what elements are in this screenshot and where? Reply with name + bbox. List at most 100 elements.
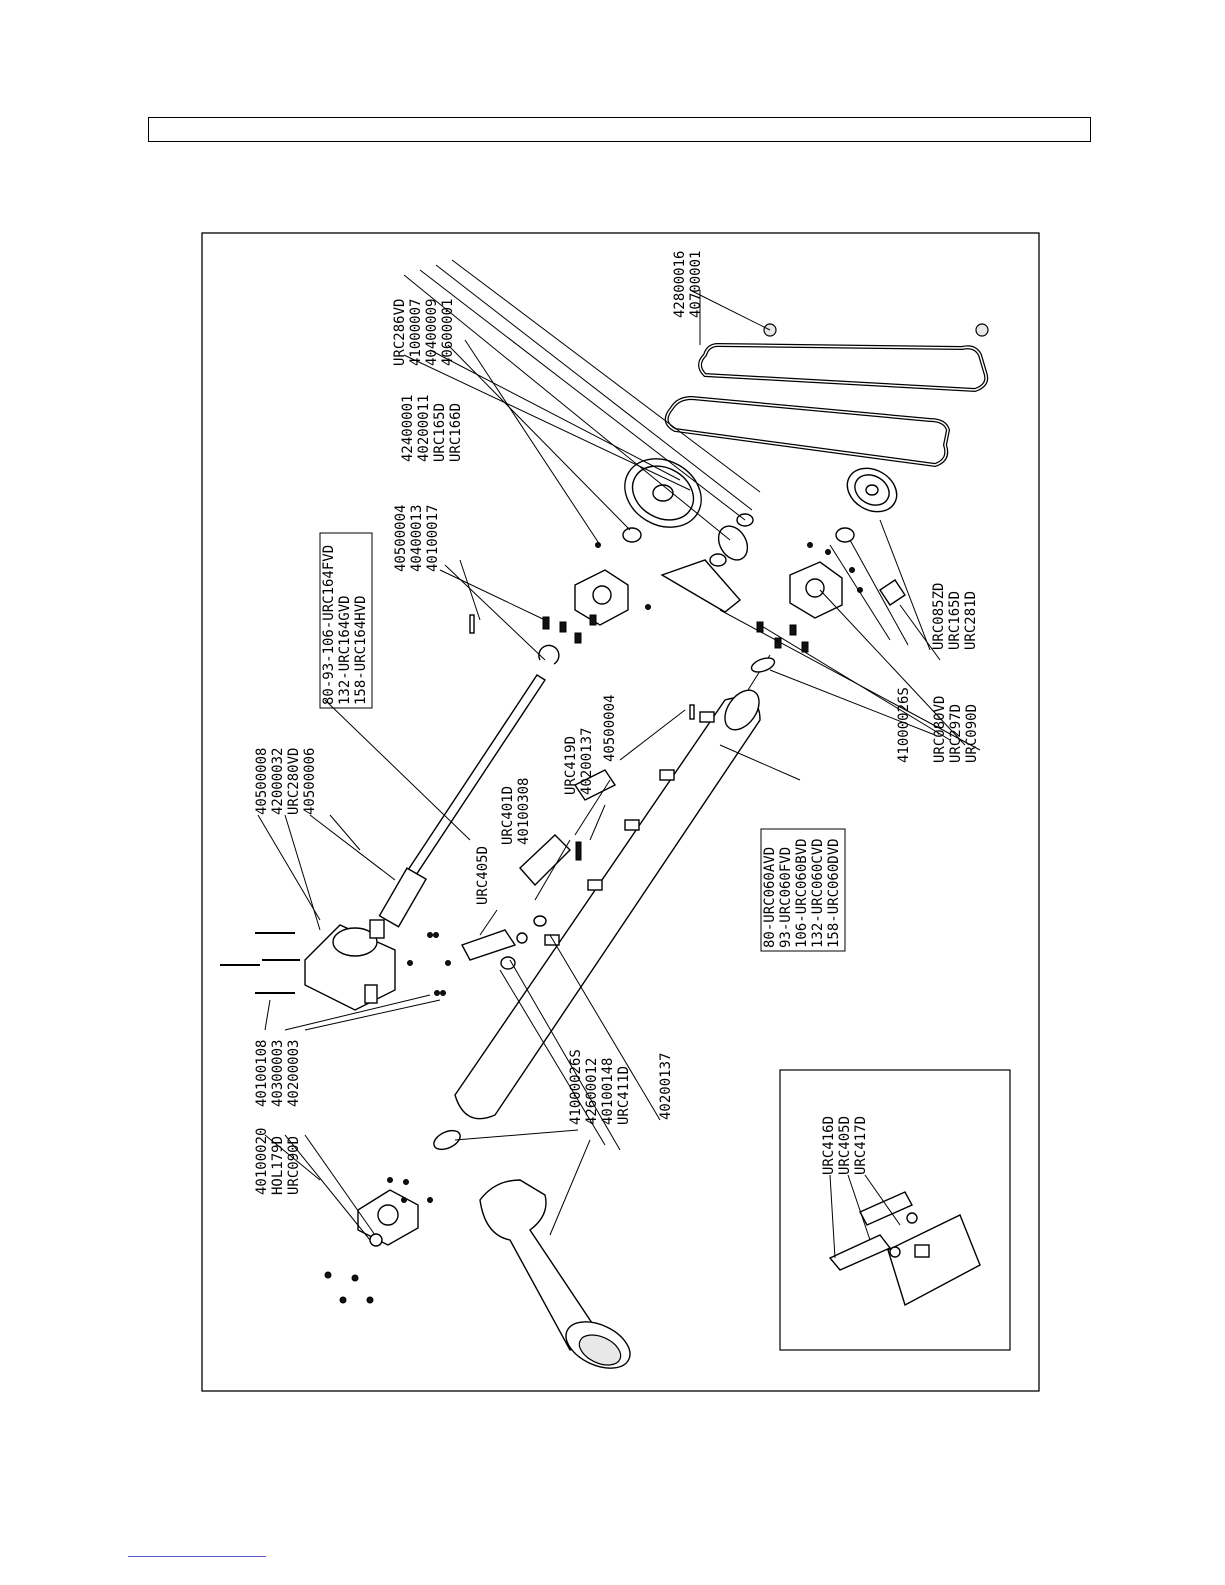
leader-lines bbox=[257, 259, 981, 1259]
part-label: URC416D bbox=[821, 1116, 837, 1175]
part-label: URC080VD bbox=[932, 696, 948, 763]
label-group-g15: 40100020 HOL179D URC090D bbox=[254, 1128, 302, 1195]
label-group-g18: 40200137 bbox=[658, 1053, 674, 1120]
part-label: 40100108 bbox=[254, 1040, 270, 1107]
part-label: 42600012 bbox=[584, 1058, 600, 1125]
part-label: 40500006 bbox=[302, 748, 318, 815]
part-label: 158-URC164HVD bbox=[353, 595, 369, 705]
inset-detail bbox=[828, 1191, 981, 1307]
belt-nut-2 bbox=[975, 323, 989, 337]
part-label: 80-URC060AVD bbox=[762, 847, 778, 948]
idler-bushing bbox=[717, 525, 749, 561]
part-label: 41000026S bbox=[568, 1049, 584, 1125]
left-bearing bbox=[357, 1189, 419, 1247]
gearbox-bolts bbox=[220, 932, 300, 994]
label-group-g17: 41000026S 42600012 40100148 URC411D bbox=[568, 1049, 632, 1125]
shaft-sleeve bbox=[378, 867, 427, 928]
tensioner-arm bbox=[660, 559, 742, 613]
bolt-40100148 bbox=[500, 956, 516, 970]
label-group-g7: URC419D 40200137 bbox=[563, 728, 595, 795]
part-label: 40100020 bbox=[254, 1128, 270, 1195]
part-label: 158-URC060DVD bbox=[826, 838, 842, 948]
diagram-frame bbox=[201, 232, 1040, 1392]
part-label: URC419D bbox=[563, 736, 579, 795]
part-label: 40400013 bbox=[409, 505, 425, 572]
part-label: URC405D bbox=[475, 846, 491, 905]
label-group-g4: 40500004 40400013 40100017 bbox=[393, 505, 441, 572]
part-label: 40200137 bbox=[579, 728, 595, 795]
label-group-g12: 41000026S bbox=[896, 687, 912, 763]
label-group-g19: URC416D URC405D URC417D bbox=[821, 1116, 869, 1175]
label-group-g3: 42400001 40200011 URC165D URC166D bbox=[400, 395, 464, 462]
part-label: URC411D bbox=[616, 1066, 632, 1125]
right-fasteners bbox=[542, 542, 863, 653]
part-label: 80-93-106-URC164FVD bbox=[321, 545, 337, 705]
part-label: 40300003 bbox=[270, 1040, 286, 1107]
v-belt-2-inner bbox=[699, 344, 987, 391]
title-box bbox=[148, 117, 1091, 142]
part-label: 42800016 bbox=[672, 251, 688, 318]
part-label: URC417D bbox=[853, 1116, 869, 1175]
label-group-g11: URC085ZD URC165D URC281D bbox=[931, 583, 979, 650]
label-group-g16: 40100108 40300003 40200003 bbox=[254, 1040, 302, 1107]
part-label: 41000007 bbox=[408, 299, 424, 366]
bolt-40100308 bbox=[575, 841, 582, 861]
footer-rule bbox=[128, 1556, 266, 1557]
part-label: URC165D bbox=[947, 591, 963, 650]
part-label: URC165D bbox=[432, 403, 448, 462]
label-group-g1: URC286VD 41000007 40400009 40600001 bbox=[392, 299, 456, 366]
part-label: 132-URC060CVD bbox=[810, 838, 826, 948]
part-label: URC286VD bbox=[392, 299, 408, 366]
gearbox-nuts bbox=[407, 932, 451, 996]
rotor-tube-end bbox=[724, 689, 760, 731]
bracket-urc085zd bbox=[879, 579, 906, 606]
part-label: 42400001 bbox=[400, 395, 416, 462]
label-group-g14: 80-URC060AVD 93-URC060FVD 106-URC060BVD … bbox=[760, 828, 846, 952]
part-label: 42000032 bbox=[270, 748, 286, 815]
part-label: URC090D bbox=[964, 704, 980, 763]
part-label: HOL179D bbox=[270, 1136, 286, 1195]
part-label: 40100148 bbox=[600, 1058, 616, 1125]
v-belt-1-inner bbox=[666, 397, 949, 466]
detail-inset-frame bbox=[779, 1069, 1011, 1351]
part-label: 40200137 bbox=[658, 1053, 674, 1120]
flail-bushing bbox=[516, 932, 528, 944]
part-label: 40200011 bbox=[416, 395, 432, 462]
flail-brackets bbox=[544, 711, 715, 946]
part-label: 41000026S bbox=[896, 687, 912, 763]
label-group-g9: URC401D 40100308 bbox=[500, 778, 532, 845]
part-label: URC085ZD bbox=[931, 583, 947, 650]
upper-bearing bbox=[574, 569, 629, 626]
parts-illustration bbox=[220, 323, 989, 1369]
label-group-g5: 80-93-106-URC164FVD 132-URC164GVD 158-UR… bbox=[319, 532, 373, 709]
part-label: 106-URC060BVD bbox=[794, 838, 810, 948]
spacer bbox=[622, 527, 642, 543]
part-label: 40400009 bbox=[424, 299, 440, 366]
part-label: URC090D bbox=[286, 1136, 302, 1195]
part-label: 93-URC060FVD bbox=[778, 847, 794, 948]
key-40100017 bbox=[469, 614, 475, 634]
left-bearing-bolts bbox=[324, 1177, 433, 1304]
spacer-2 bbox=[709, 553, 727, 567]
keeper-clip bbox=[538, 644, 560, 665]
large-pulley bbox=[624, 458, 702, 528]
washer-41000026s bbox=[433, 1129, 461, 1151]
part-label: URC401D bbox=[500, 786, 516, 845]
part-label: 40200003 bbox=[286, 1040, 302, 1107]
flail-urc405d bbox=[460, 929, 517, 961]
spacer-4 bbox=[835, 527, 855, 543]
part-label: 132-URC164GVD bbox=[337, 595, 353, 705]
part-label: 40100308 bbox=[516, 778, 532, 845]
part-label: 40600001 bbox=[440, 299, 456, 366]
lower-bearing bbox=[789, 561, 843, 619]
gearbox bbox=[304, 919, 396, 1011]
part-label: 40500008 bbox=[254, 748, 270, 815]
label-group-g10: URC405D bbox=[475, 846, 491, 905]
label-group-g13: URC080VD URC297D URC090D bbox=[932, 696, 980, 763]
part-label: URC280VD bbox=[286, 748, 302, 815]
part-label: URC405D bbox=[837, 1116, 853, 1175]
washer-40200137 bbox=[533, 915, 547, 927]
label-group-g6: 40500008 42000032 URC280VD 40500006 bbox=[254, 748, 318, 815]
flail-urc419d bbox=[573, 769, 617, 801]
